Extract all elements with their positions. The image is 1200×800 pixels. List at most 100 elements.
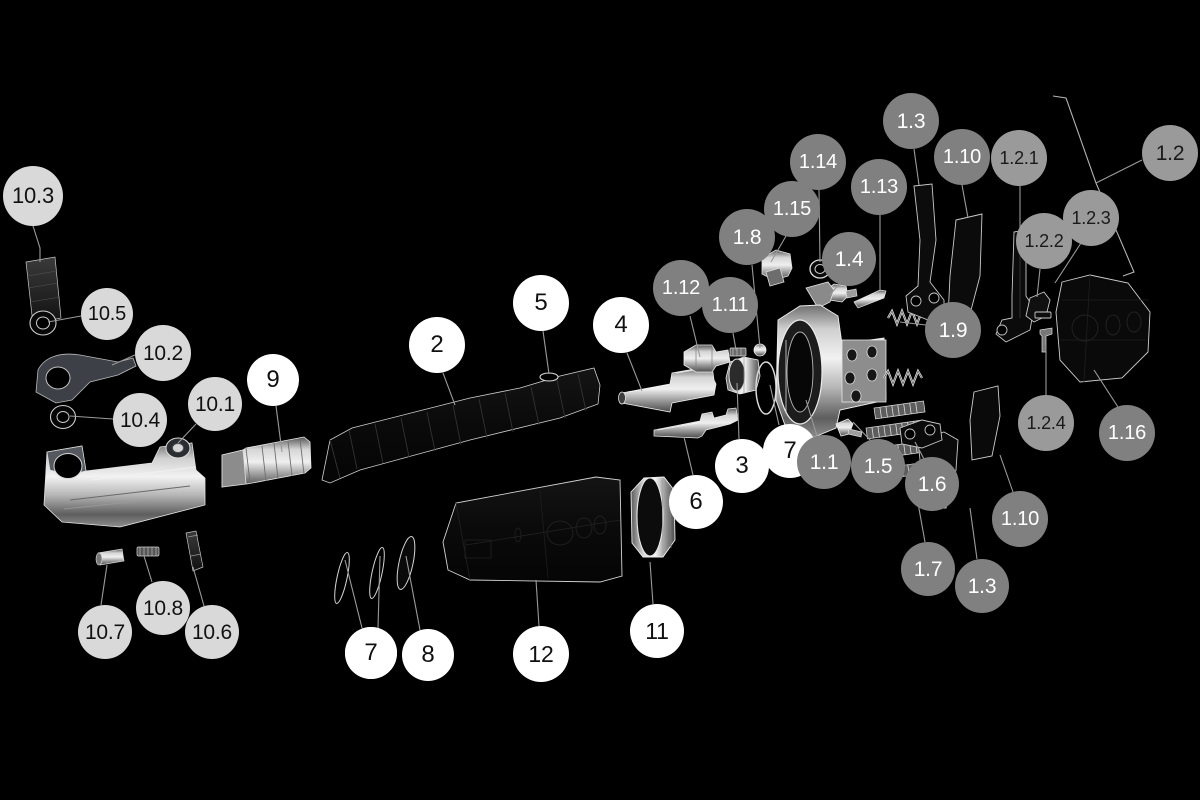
part-10-2-lever: [35, 353, 137, 404]
leader-line-10-8: [143, 555, 153, 583]
callout-balloon-5[interactable]: 5: [513, 275, 569, 331]
callout-label: 11: [645, 617, 669, 644]
callout-label: 1.2.3: [1071, 208, 1111, 228]
callout-balloon-1-11[interactable]: 1.11: [702, 277, 758, 333]
part-10-7-pin: [95, 548, 125, 566]
callout-label: 10.6: [191, 620, 233, 644]
callout-balloon-10-1[interactable]: 10.1: [188, 377, 242, 431]
callout-balloon-7[interactable]: 7: [345, 627, 397, 679]
callout-balloon-1-9[interactable]: 1.9: [925, 302, 981, 358]
leader-line-1-9: [899, 321, 927, 326]
callout-label: 10.1: [194, 392, 236, 416]
leader-line-10-7: [100, 564, 108, 606]
callout-balloon-1-3[interactable]: 1.3: [883, 93, 939, 149]
leader-line-1-3: [969, 507, 978, 560]
part-1-15-fitting: [761, 249, 793, 287]
callout-balloon-10-7[interactable]: 10.7: [78, 605, 132, 659]
leader-line-6: [683, 436, 694, 476]
callout-label: 12: [528, 640, 554, 667]
callout-balloon-11[interactable]: 11: [630, 604, 684, 658]
callout-label: 1.7: [913, 557, 943, 581]
leader-line-10-2: [111, 354, 136, 366]
callout-balloon-1-4[interactable]: 1.4: [822, 232, 876, 286]
callout-balloon-1-5[interactable]: 1.5: [851, 439, 905, 493]
callout-balloon-1-12[interactable]: 1.12: [653, 260, 709, 316]
callout-label: 10.2: [142, 341, 184, 365]
callout-balloon-1-2-1[interactable]: 1.2.1: [991, 130, 1047, 186]
callout-label: 9: [266, 366, 280, 393]
part-1-2-3-plate: [1034, 311, 1052, 319]
part-2-bellows-boot: [321, 367, 601, 484]
leader-line-7: [344, 559, 363, 629]
callout-balloon-1-2-4[interactable]: 1.2.4: [1018, 395, 1074, 451]
callout-balloon-3[interactable]: 3: [715, 439, 769, 493]
leader-line-1-2: [1095, 159, 1143, 184]
leader-line-1-15: [770, 235, 787, 263]
callout-balloon-12[interactable]: 12: [513, 626, 569, 682]
leader-line-8: [405, 555, 421, 631]
callout-label: 1.2.4: [1026, 413, 1066, 433]
callout-label: 10.8: [142, 596, 184, 620]
callout-label: 8: [421, 641, 435, 668]
leader-line-1-12: [689, 315, 701, 358]
callout-label: 1.15: [772, 198, 812, 220]
callout-balloon-1-16[interactable]: 1.16: [1099, 405, 1155, 461]
callout-label: 1.2.2: [1024, 231, 1064, 251]
callout-label: 1.5: [863, 454, 893, 478]
callout-balloon-10-5[interactable]: 10.5: [81, 288, 133, 340]
callout-balloon-10-3[interactable]: 10.3: [3, 166, 63, 226]
callout-label: 4: [614, 311, 628, 338]
callout-label: 10.3: [11, 183, 55, 208]
leader-line-10-6: [192, 566, 205, 607]
callout-label: 1.4: [834, 247, 864, 271]
part-10-1-cylinder-body: [43, 437, 206, 528]
leader-line-4: [626, 352, 643, 392]
leader-line-10-4: [69, 415, 114, 420]
callout-balloon-1-3[interactable]: 1.3: [955, 559, 1009, 613]
part-11-bearing-ring: [630, 476, 676, 558]
callout-balloon-10-2[interactable]: 10.2: [135, 325, 191, 381]
callout-balloon-10-6[interactable]: 10.6: [185, 605, 239, 659]
callout-label: 1.12: [661, 277, 701, 299]
leader-line-1-2-2: [1036, 268, 1041, 298]
callout-balloon-1-10[interactable]: 1.10: [992, 491, 1048, 547]
leader-line-1-10: [999, 454, 1014, 493]
callout-balloon-8[interactable]: 8: [402, 629, 454, 681]
part-9-collar: [221, 436, 312, 488]
callout-balloon-1-1[interactable]: 1.1: [797, 435, 851, 489]
callout-balloon-9[interactable]: 9: [247, 354, 299, 406]
callout-label: 10.5: [87, 303, 127, 325]
callout-balloon-1-7[interactable]: 1.7: [901, 542, 955, 596]
callout-label: 1.3: [896, 109, 926, 133]
leader-line-1-5: [852, 421, 872, 442]
part-1-16-pad: [1055, 274, 1151, 383]
leader-line-7: [769, 384, 780, 426]
callout-balloon-1-14[interactable]: 1.14: [790, 134, 846, 190]
callout-label: 1.9: [938, 318, 968, 342]
part-1-12-fitting: [683, 344, 731, 373]
callout-balloon-4[interactable]: 4: [593, 297, 649, 353]
callout-balloon-1-6[interactable]: 1.6: [905, 457, 959, 511]
callout-balloon-1-2-3[interactable]: 1.2.3: [1063, 190, 1119, 246]
leader-line-1-11: [732, 332, 737, 351]
callout-balloon-1-13[interactable]: 1.13: [851, 159, 907, 215]
part-6-slim-pin: [653, 407, 739, 439]
leader-line-10-3: [32, 225, 41, 262]
callout-balloon-1-2[interactable]: 1.2: [1142, 125, 1198, 181]
callout-balloon-1-10[interactable]: 1.10: [934, 129, 990, 185]
callout-balloon-10-8[interactable]: 10.8: [136, 581, 190, 635]
callout-balloon-1-15[interactable]: 1.15: [764, 181, 820, 237]
leader-line-1-16: [1093, 369, 1119, 408]
callout-balloon-10-4[interactable]: 10.4: [113, 393, 167, 447]
callout-balloon-6[interactable]: 6: [669, 475, 723, 529]
callout-label: 7: [783, 437, 797, 464]
leader-line-5: [542, 330, 550, 375]
callout-balloon-1-2-2[interactable]: 1.2.2: [1016, 213, 1072, 269]
leader-line-10-1: [177, 423, 197, 444]
leader-line-9: [275, 405, 283, 453]
leader-line-1-2-3: [1054, 242, 1082, 284]
part-12-cover: [442, 476, 623, 583]
part-1-main-housing: [775, 281, 887, 439]
callout-label: 1.14: [798, 151, 838, 173]
callout-balloon-2[interactable]: 2: [409, 317, 465, 373]
